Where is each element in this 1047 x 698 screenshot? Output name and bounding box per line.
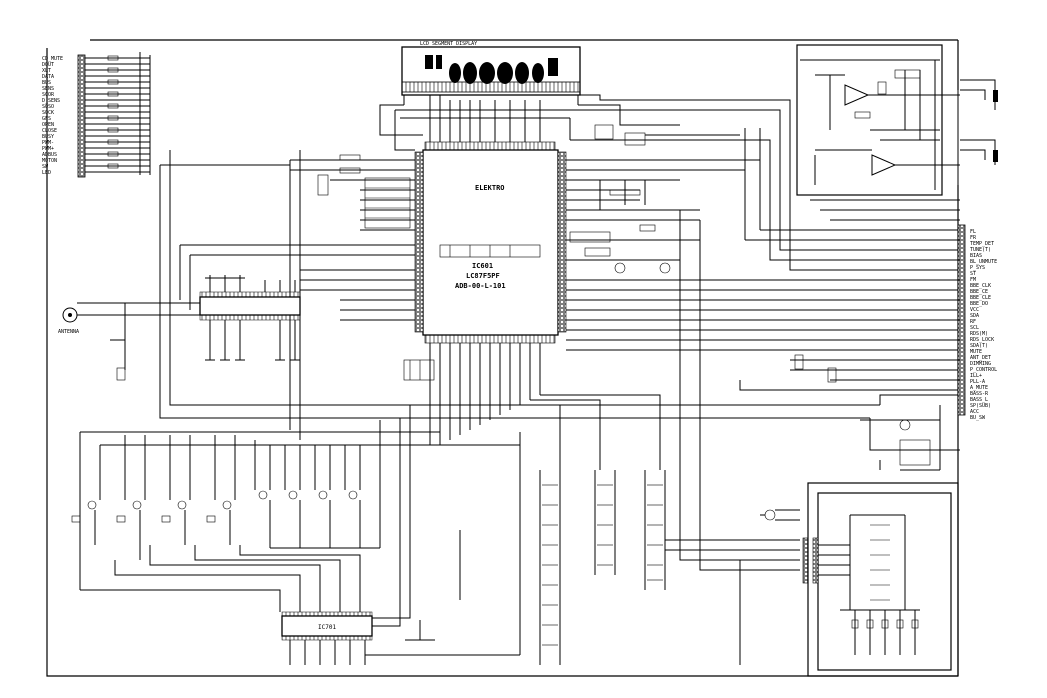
right-label: BIAS [970,253,982,259]
left-label: BUS [42,80,51,86]
antenna-label: ANTENNA [58,329,79,335]
right-connector: FL FR TEMP_DET TUNE(T) BIAS BL_UNMUTE P_… [957,224,997,421]
left-label: SQSO [42,104,54,110]
right-label: FM [970,277,976,283]
right-label: BU_SW [970,415,986,421]
left-label: MOTON [42,158,57,164]
right-label: VCC [970,307,979,313]
right-label: BBE_DO [970,301,988,307]
right-label: SP(SUB) [970,403,991,409]
right-label: DIMMING [970,361,991,367]
ic601-part: LC87F5PF [466,272,500,280]
right-label: SCL [970,325,979,331]
display-header: LCD SEGMENT DISPLAY [420,41,477,47]
audio-amp-section [800,59,998,190]
key-switch-matrix [539,470,800,665]
left-label: SCOR [42,92,55,98]
right-label: A_MUTE [970,385,988,391]
left-label: OPEN [42,122,54,128]
right-label: RDS(M) [970,331,988,337]
right-label: SDA [970,313,979,319]
right-label: TUNE(T) [970,247,991,253]
ic701: IC701 [281,405,521,665]
left-label: SW [42,164,49,170]
left-label: DATA [42,74,54,80]
outer-frame [46,39,959,677]
left-label: PWM+ [42,146,54,152]
left-label: SENS [42,86,54,92]
right-label: ST [970,271,976,277]
right-label: ILL+ [970,373,982,379]
right-label: ANT_DET [970,355,991,361]
right-label: BBE_CLK [970,283,991,289]
left-label: CD_MUTE [42,56,63,62]
antenna-switch: ANTENNA [58,302,200,381]
right-label: PLL-A [970,379,985,385]
left-label: LED [42,170,51,176]
lcd-display: LCD SEGMENT DISPLAY [401,41,581,105]
led-driver [760,509,850,584]
right-label: P_CONTROL [970,367,997,373]
right-label: BASS_L [970,397,988,403]
left-connector-labels: CD_MUTE DOUT XLT DATA BUS SENS SCOR D_SE… [42,56,63,176]
left-label: BUSY [42,134,54,140]
left-label: CLOSE [42,128,57,134]
left-connector [77,52,151,178]
left-label: DOUT [42,62,54,68]
right-label: FR [970,235,977,241]
ic701-name: IC701 [318,624,336,631]
right-label: TEMP_DET [970,241,994,247]
ic601-name: IC601 [472,262,493,270]
right-label: RDS_LOCK [970,337,994,343]
left-label: PWM- [42,140,54,146]
left-label: SQCK [42,110,54,116]
display-name-label: ELEKTRO [475,184,505,192]
rotary-ic [179,245,301,361]
right-label: P_SYS [970,265,985,271]
led-board [840,514,920,655]
right-label: BASS-R [970,391,989,397]
right-label: ACC [970,409,979,415]
left-label: GFS [42,116,51,122]
right-label: FL [970,229,976,235]
right-label: SDA(T) [970,343,988,349]
right-label: BBE_CE [970,289,988,295]
main-mcu-ic601: ELEKTRO IC601 LC87F5PF ADB-00-L-101 [414,141,567,344]
key-transistor-array [71,420,381,612]
right-label: RF [970,319,976,325]
right-label: BL_UNMUTE [970,259,997,265]
left-label: ADBUS [42,152,57,158]
left-label: D_SENS [42,98,60,104]
right-label: MUTE [970,349,982,355]
right-interface [794,199,960,471]
mcu-peripherals [317,124,740,381]
left-label: XLT [42,68,51,74]
right-label: BBE_CLE [970,295,991,301]
ic601-code: ADB-00-L-101 [455,282,506,290]
